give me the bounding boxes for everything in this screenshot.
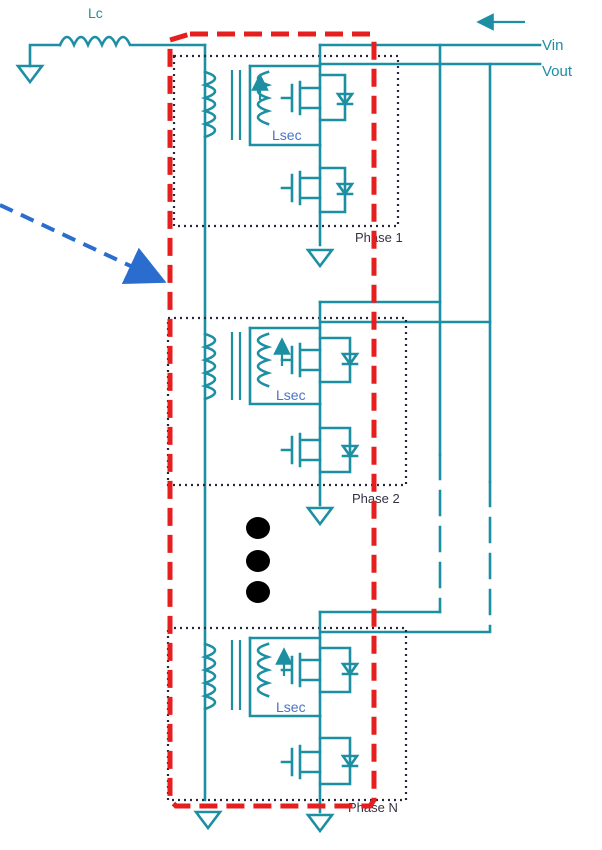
input-inductor: Lc xyxy=(28,5,207,68)
vin-label: Vin xyxy=(542,37,563,54)
transformer xyxy=(200,636,322,718)
lsec-label: Lsec xyxy=(276,699,306,715)
transformer xyxy=(200,64,322,147)
ground-icon xyxy=(305,813,335,834)
module-outline xyxy=(167,31,377,809)
vout-label: Vout xyxy=(542,63,573,80)
ground-icon xyxy=(305,248,335,269)
high-side-mosfet xyxy=(280,610,360,718)
ground-icon xyxy=(193,810,223,831)
low-side-mosfet xyxy=(280,143,355,247)
transformer xyxy=(200,326,322,406)
rails: Vin Vout xyxy=(318,13,573,634)
phase-2-block: Lsec Phase 2 xyxy=(166,300,408,527)
phase-1-outline xyxy=(172,54,400,228)
pointer-arrow xyxy=(0,203,167,284)
lsec-label: Lsec xyxy=(276,387,306,403)
phase-1-label: Phase 1 xyxy=(355,230,403,245)
ground-icon xyxy=(15,64,45,85)
low-side-mosfet xyxy=(280,402,360,507)
phase-1-block: Lsec Phase 1 xyxy=(172,43,403,269)
watermark-text: @ 哔哥哔特商务网 xyxy=(478,826,586,842)
phase-2-label: Phase 2 xyxy=(352,491,400,506)
ground-icon xyxy=(305,506,335,527)
inductor-label: Lc xyxy=(88,5,103,21)
watermark: @ 哔哥哔特商务网 xyxy=(478,826,586,842)
low-side-mosfet xyxy=(280,714,360,814)
high-side-mosfet xyxy=(280,300,360,406)
ellipsis-dots xyxy=(246,517,270,603)
lsec-label: Lsec xyxy=(272,127,302,143)
high-side-mosfet xyxy=(280,43,355,147)
phase-n-label: Phase N xyxy=(348,800,398,815)
